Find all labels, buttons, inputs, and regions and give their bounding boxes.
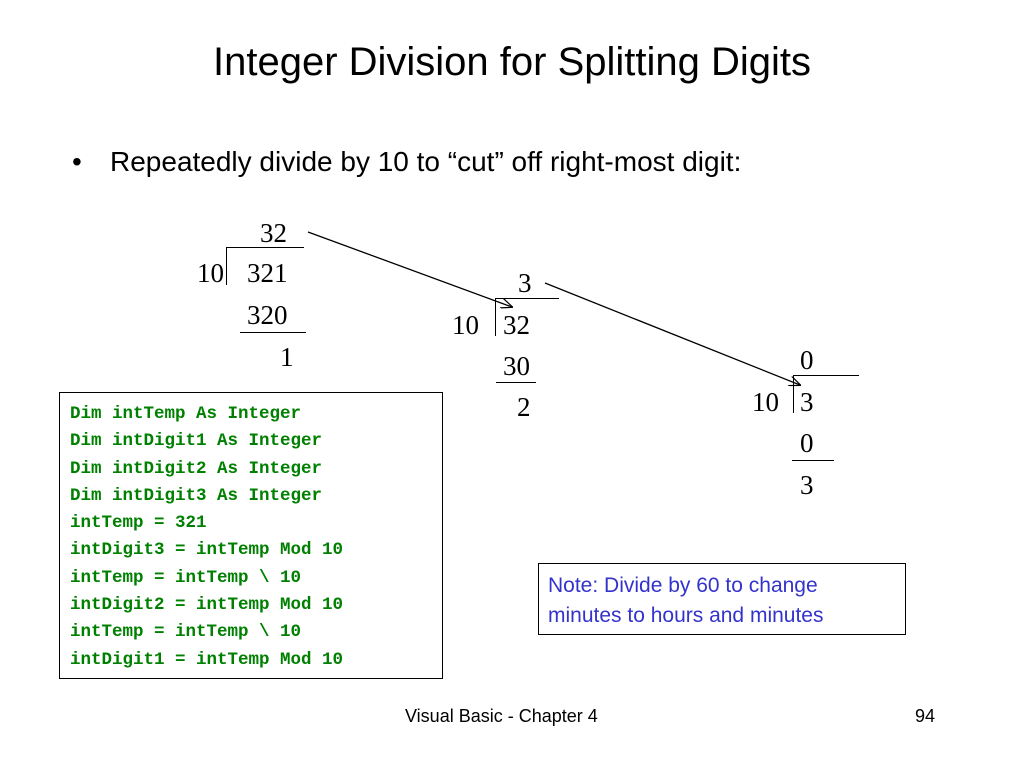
- division-2-subtract-line: [496, 382, 536, 383]
- division-1-quotient: 32: [260, 218, 287, 248]
- code-line: Dim intDigit2 As Integer: [70, 458, 323, 479]
- page-number: 94: [915, 706, 936, 726]
- division-3-remainder: 3: [800, 470, 814, 500]
- note-line-2: minutes to hours and minutes: [548, 604, 824, 627]
- division-2-remainder: 2: [517, 392, 531, 422]
- division-2-product: 30: [503, 351, 530, 381]
- division-1-bar: [226, 247, 304, 248]
- note-line-1: Note: Divide by 60 to change: [548, 574, 818, 597]
- division-2-dividend: 32: [503, 310, 530, 340]
- arrow-quotient-to-next-1: [307, 231, 512, 307]
- code-listing: Dim intTemp As Integer Dim intDigit1 As …: [59, 392, 443, 679]
- division-3-bracket: [793, 375, 794, 413]
- slide-title: Integer Division for Splitting Digits: [212, 40, 812, 84]
- note-box: Note: Divide by 60 to change minutes to …: [538, 563, 906, 635]
- bullet-text: Repeatedly divide by 10 to “cut” off rig…: [110, 146, 742, 177]
- code-line: intTemp = intTemp \ 10: [70, 622, 302, 643]
- code-line: Dim intTemp As Integer: [70, 404, 302, 424]
- footer-title: Visual Basic - Chapter 4: [405, 706, 598, 726]
- division-1-subtract-line: [240, 332, 306, 333]
- division-1-remainder: 1: [280, 342, 294, 372]
- division-1-product: 320: [247, 300, 288, 330]
- division-2-divisor: 10: [452, 310, 479, 340]
- division-3-dividend: 3: [800, 387, 814, 417]
- code-line: intTemp = intTemp \ 10: [70, 567, 302, 588]
- division-1-divisor: 10: [197, 258, 224, 288]
- division-2-bar: [495, 298, 559, 299]
- division-3-subtract-line: [792, 460, 834, 461]
- code-line: intDigit3 = intTemp Mod 10: [70, 540, 344, 561]
- division-1-bracket: [226, 247, 227, 285]
- code-line: Dim intDigit1 As Integer: [70, 431, 323, 452]
- arrow-quotient-to-next-2: [544, 282, 800, 385]
- code-line: intTemp = 321: [70, 513, 207, 534]
- division-3-bar: [793, 375, 859, 376]
- division-2-bracket: [495, 298, 496, 336]
- code-line: intDigit2 = intTemp Mod 10: [70, 595, 344, 616]
- code-line: intDigit1 = intTemp Mod 10: [70, 649, 344, 670]
- bullet-item: • Repeatedly divide by 10 to “cut” off ri…: [72, 146, 741, 178]
- division-3-divisor: 10: [752, 387, 779, 417]
- division-3-product: 0: [800, 428, 814, 458]
- bullet-symbol: •: [72, 146, 82, 177]
- division-1-dividend: 321: [247, 258, 288, 288]
- division-3-quotient: 0: [800, 345, 814, 375]
- division-2-quotient: 3: [518, 268, 532, 298]
- code-line: Dim intDigit3 As Integer: [70, 485, 323, 506]
